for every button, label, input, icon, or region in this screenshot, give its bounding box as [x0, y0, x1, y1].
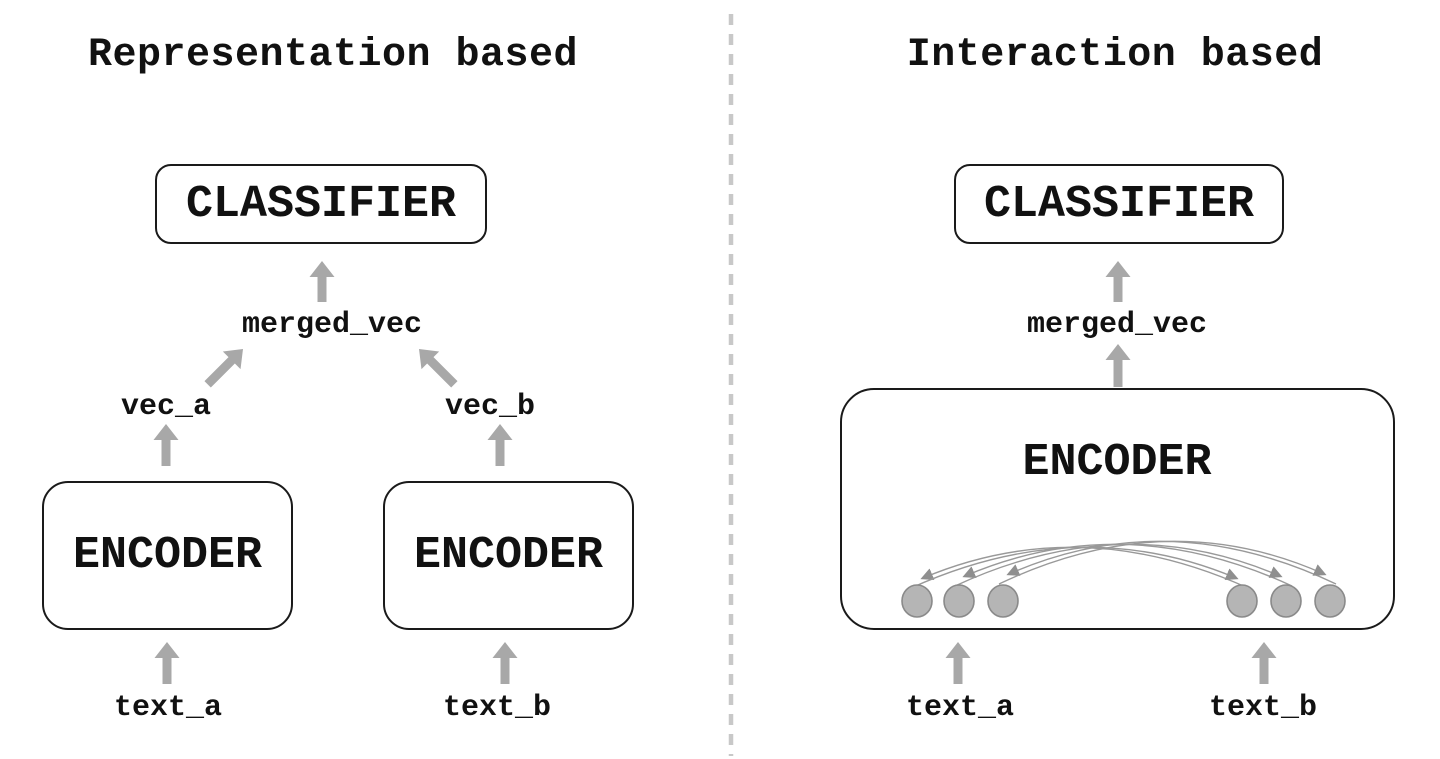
right-classifier-label: CLASSIFIER	[983, 178, 1255, 230]
token-circles	[901, 584, 1346, 618]
arrow-texta-to-encoder-right	[945, 642, 971, 684]
encoder-a-label: ENCODER	[72, 530, 263, 581]
arrow-encoder-a-to-veca	[153, 424, 179, 466]
token-circle-a2	[943, 584, 975, 618]
arrow-mergedvec-to-classifier-right	[1105, 261, 1131, 302]
right-merged-vec-label: merged_vec	[1026, 308, 1208, 342]
vec-a-label: vec_a	[120, 390, 212, 424]
attention-arc-a-to-b-3	[998, 540, 1327, 585]
right-text-b-label: text_b	[1208, 691, 1318, 725]
encoder-a-box: ENCODER	[42, 481, 293, 630]
attention-arcs	[910, 540, 1337, 589]
arrow-encoder-to-mergedvec-right	[1105, 344, 1131, 387]
token-circle-a3	[987, 584, 1019, 618]
token-circle-a1	[901, 584, 933, 618]
left-text-a-label: text_a	[113, 691, 223, 725]
vec-b-label: vec_b	[444, 390, 536, 424]
attention-arc-a-to-b-2	[954, 543, 1283, 587]
left-classifier-box: CLASSIFIER	[155, 164, 487, 244]
left-merged-vec-label: merged_vec	[241, 308, 423, 342]
arrow-mergedvec-to-classifier-left	[309, 261, 335, 302]
arrow-texta-to-encoder-a	[154, 642, 180, 684]
left-text-b-label: text_b	[442, 691, 552, 725]
arrow-vecb-to-mergedvec	[419, 349, 458, 388]
token-circle-b3	[1314, 584, 1346, 618]
encoder-b-label: ENCODER	[413, 530, 604, 581]
right-panel-title: Interaction based	[906, 33, 1324, 78]
right-classifier-box: CLASSIFIER	[954, 164, 1284, 244]
left-classifier-label: CLASSIFIER	[185, 178, 457, 230]
arrow-encoder-b-to-vecb	[487, 424, 513, 466]
arrow-textb-to-encoder-b	[492, 642, 518, 684]
right-encoder-label: ENCODER	[1022, 437, 1212, 488]
attention-arc-a-to-b-1	[910, 546, 1239, 589]
right-encoder-box	[840, 388, 1395, 630]
token-circle-b1	[1226, 584, 1258, 618]
encoder-b-box: ENCODER	[383, 481, 634, 630]
arrow-textb-to-encoder-right	[1251, 642, 1277, 684]
right-text-a-label: text_a	[905, 691, 1015, 725]
token-circle-b2	[1270, 584, 1302, 618]
left-panel-title: Representation based	[87, 33, 579, 78]
arrow-veca-to-mergedvec	[204, 349, 243, 388]
